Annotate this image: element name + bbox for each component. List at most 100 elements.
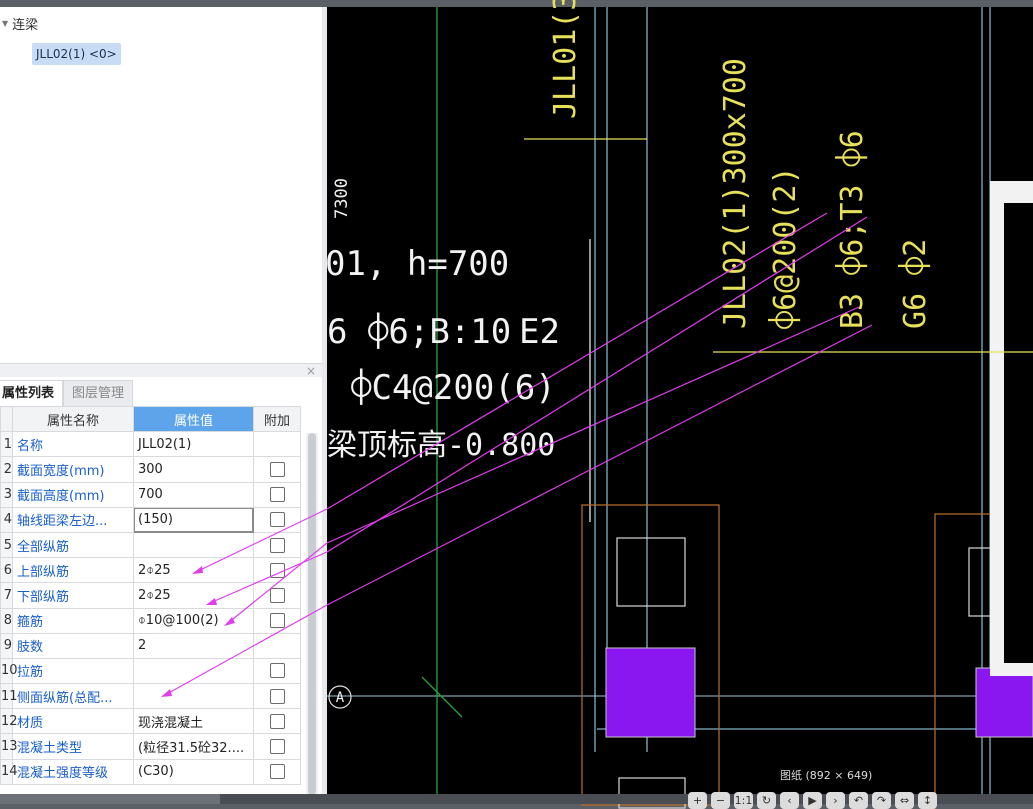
property-name: 混凝土类型 bbox=[12, 733, 134, 760]
header-num bbox=[0, 405, 13, 433]
property-tabs: 属性列表 图层管理 bbox=[0, 380, 134, 406]
nav-button[interactable]: 1:1 bbox=[734, 792, 753, 809]
extra-checkbox[interactable] bbox=[269, 688, 285, 704]
property-value[interactable]: 现浇混凝土 bbox=[133, 708, 254, 735]
nav-button[interactable]: ↕ bbox=[918, 792, 937, 809]
property-scrollbar[interactable] bbox=[306, 433, 318, 798]
property-value[interactable]: 2 bbox=[133, 632, 254, 659]
property-value[interactable]: (粒径31.5砼32.... bbox=[133, 733, 254, 760]
extra-cell bbox=[253, 632, 301, 659]
extra-cell bbox=[253, 758, 301, 785]
property-value[interactable] bbox=[133, 657, 254, 685]
extra-checkbox[interactable] bbox=[269, 739, 285, 755]
property-value[interactable]: (C30) bbox=[133, 758, 254, 785]
nav-button[interactable]: › bbox=[826, 792, 845, 809]
extra-cell bbox=[253, 607, 301, 634]
beam-rebar-text: 6 ⌽6;B:10 bbox=[327, 312, 511, 352]
expand-arrow-icon[interactable]: ▼ bbox=[2, 19, 9, 28]
tab-layer-manager[interactable]: 图层管理 bbox=[63, 380, 134, 406]
property-name: 下部纵筋 bbox=[12, 582, 134, 609]
row-number: 13 bbox=[0, 733, 18, 760]
extra-cell bbox=[253, 733, 301, 760]
extra-checkbox[interactable] bbox=[269, 713, 285, 729]
label-g6: G6 ⌽2 bbox=[898, 239, 933, 329]
extra-checkbox[interactable] bbox=[269, 487, 285, 503]
header-property-name[interactable]: 属性名称 bbox=[12, 405, 134, 433]
nav-button[interactable]: − bbox=[711, 792, 730, 809]
tree-item-jll02[interactable]: JLL02(1) <0> bbox=[32, 43, 121, 65]
extra-checkbox[interactable] bbox=[269, 764, 285, 780]
close-icon[interactable]: × bbox=[305, 364, 316, 378]
label-b3: B3 ⌽6;T3 ⌽6 bbox=[835, 130, 870, 329]
extra-checkbox[interactable] bbox=[269, 461, 285, 477]
stirrup-text: ⌽C4@200(6) bbox=[351, 368, 556, 408]
magenta-arrow bbox=[326, 324, 873, 606]
green-tick bbox=[421, 676, 463, 718]
property-value[interactable]: JLL02(1) bbox=[133, 431, 254, 458]
left-panel: ▼ 连梁 JLL02(1) <0> × 属性列表 图层管理 属性名称 属性值 bbox=[0, 7, 322, 798]
tree-node-lianliang[interactable]: ▼ 连梁 bbox=[2, 14, 38, 33]
panel-divider[interactable] bbox=[322, 7, 327, 794]
cad-drawing[interactable]: A JLL01(3 JLL02(1)300x700 ⌽6@200(2) B3 ⌽… bbox=[325, 0, 1033, 809]
scrollbar-thumb[interactable] bbox=[308, 433, 316, 795]
drawing-canvas[interactable]: A JLL01(3 JLL02(1)300x700 ⌽6@200(2) B3 ⌽… bbox=[325, 0, 1033, 809]
extra-checkbox[interactable] bbox=[269, 562, 285, 578]
row-number: 5 bbox=[0, 531, 13, 559]
nav-button[interactable]: ↻ bbox=[757, 792, 776, 809]
inner-square bbox=[616, 537, 686, 607]
nav-button[interactable]: ‹ bbox=[780, 792, 799, 809]
nav-button[interactable]: ⇔ bbox=[895, 792, 914, 809]
inner-square bbox=[618, 777, 686, 809]
row-number: 3 bbox=[0, 481, 13, 508]
extra-checkbox[interactable] bbox=[269, 537, 285, 553]
nav-button[interactable]: ↶ bbox=[849, 792, 868, 809]
row-number: 10 bbox=[0, 657, 18, 685]
column-frame bbox=[581, 504, 720, 806]
nav-button[interactable]: ↷ bbox=[872, 792, 891, 809]
extra-checkbox[interactable] bbox=[269, 512, 285, 528]
property-value[interactable]: 700 bbox=[133, 481, 254, 508]
extra-checkbox[interactable] bbox=[269, 613, 285, 629]
status-bar-left bbox=[0, 794, 220, 804]
header-property-value[interactable]: 属性值 bbox=[133, 405, 254, 433]
extra-cell bbox=[253, 708, 301, 735]
row-number: 11 bbox=[0, 683, 18, 710]
property-value[interactable]: 300 bbox=[133, 456, 254, 483]
header-extra[interactable]: 附加 bbox=[253, 405, 301, 433]
property-value[interactable]: ⌽10@100(2) bbox=[133, 607, 254, 634]
nav-button[interactable]: + bbox=[688, 792, 707, 809]
property-name: 箍筋 bbox=[12, 607, 134, 634]
property-value[interactable]: 2⌽25 bbox=[133, 557, 254, 584]
property-value[interactable]: 2⌽25 bbox=[133, 582, 254, 609]
tab-property-list[interactable]: 属性列表 bbox=[0, 380, 64, 406]
magenta-arrow bbox=[326, 212, 828, 510]
extra-cell bbox=[253, 506, 301, 533]
extra-cell bbox=[253, 557, 301, 584]
status-bar bbox=[0, 794, 1033, 804]
property-name: 材质 bbox=[12, 708, 134, 735]
extra-checkbox[interactable] bbox=[269, 663, 285, 679]
property-value[interactable] bbox=[133, 531, 254, 559]
nav-button[interactable]: ▶ bbox=[803, 792, 822, 809]
property-name: 轴线距梁左边... bbox=[12, 506, 134, 533]
property-value[interactable]: (150) bbox=[133, 506, 254, 533]
extra-checkbox[interactable] bbox=[269, 587, 285, 603]
property-value[interactable] bbox=[133, 683, 254, 710]
panel-splitter[interactable]: × bbox=[0, 363, 322, 378]
